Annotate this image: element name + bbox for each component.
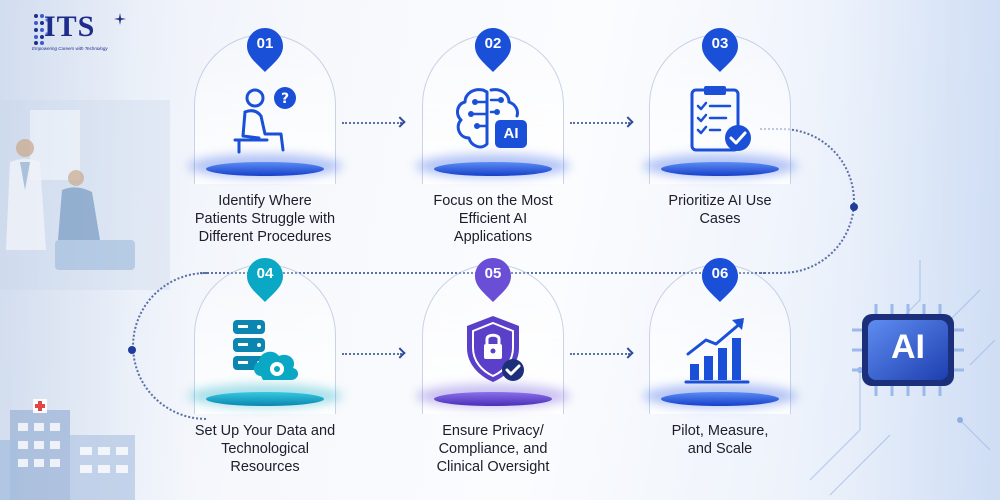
step-05[interactable]: 05 Ensure Privacy/ Compliance, and Clini… [398,230,588,475]
clipboard-check-icon [680,84,760,156]
ai-brain-icon: AI [453,84,533,156]
step-04[interactable]: 04 Set Up Your Data and Technological Re… [170,230,360,475]
logo-text: ITS [44,10,96,43]
badge-pin-icon [475,258,511,302]
sparkle-icon [114,13,126,25]
growth-chart-icon [680,314,760,386]
step-number: 03 [711,35,729,52]
step-number: 05 [484,265,502,282]
step-label: Focus on the Most Efficient AI Applicati… [433,193,553,245]
hospital-building-illustration [0,399,135,500]
badge-pin-icon [475,28,511,72]
connector-5-6 [570,353,630,355]
step-number: 06 [711,265,729,282]
database-cloud-icon [225,314,305,386]
platform [661,162,779,176]
ai-chip-icon [852,304,964,396]
shield-lock-icon [453,314,533,386]
badge-pin-icon [702,258,738,302]
badge-pin-icon [702,28,738,72]
step-badge: 03 [702,28,738,72]
ai-badge-text: AI [503,125,519,142]
step-badge: 04 [247,258,283,302]
step-label: Set Up Your Data and Technological Resou… [194,423,336,475]
step-badge: 06 [702,258,738,302]
step-badge: 01 [247,28,283,72]
badge-pin-icon [247,258,283,302]
platform [434,162,552,176]
step-badge: 05 [475,258,511,302]
step-badge: 02 [475,28,511,72]
step-label: Identify Where Patients Struggle with Di… [194,193,336,245]
step-number: 02 [484,35,502,52]
logo-tagline: Empowering Careers with Technology [32,46,108,51]
person-question-icon: ? [225,84,305,156]
step-number: 01 [256,35,274,52]
left-loop-dot [128,346,136,354]
platform [661,392,779,406]
step-label: Ensure Privacy/ Compliance, and Clinical… [436,423,550,475]
step-label: Prioritize AI Use Cases [668,193,772,227]
step-01[interactable]: 01 ? Identify Where Patients Struggle wi… [170,0,360,245]
doctor-patient-illustration [0,100,170,290]
platform [206,162,324,176]
connector-2-3 [570,122,630,124]
badge-pin-icon [247,28,283,72]
step-06[interactable]: 06 Pilot, Measure, and Scale [625,230,815,460]
step-03[interactable]: 03 Prioritize AI Use Cases [625,0,815,230]
platform [434,392,552,406]
platform [206,392,324,406]
connector-4-5 [342,353,402,355]
connector-1-2 [342,122,402,124]
step-label: Pilot, Measure, and Scale [671,423,769,457]
logo-mark-icon [34,14,49,45]
svg-text:?: ? [281,91,289,107]
ai-chip-label: AI [891,328,925,366]
brand-logo[interactable]: ITS Empowering Careers with Technology [30,10,160,54]
right-loop-dot [850,203,858,211]
step-number: 04 [256,265,274,282]
ai-chip-illustration: AI [848,300,978,400]
step-02[interactable]: 02 AI Focus on the Most Efficient AI App… [398,0,588,245]
